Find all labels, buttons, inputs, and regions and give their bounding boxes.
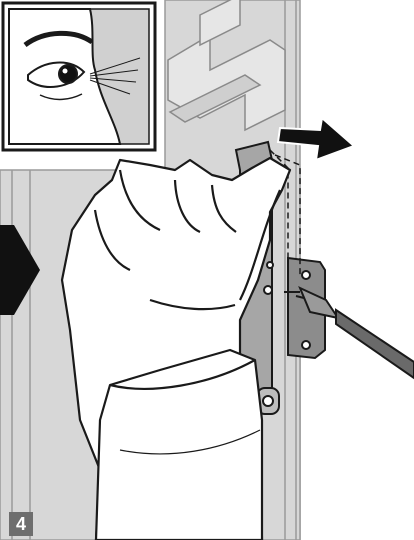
step-number-badge: 4 [9,512,33,536]
eye-inset-panel [3,3,155,150]
